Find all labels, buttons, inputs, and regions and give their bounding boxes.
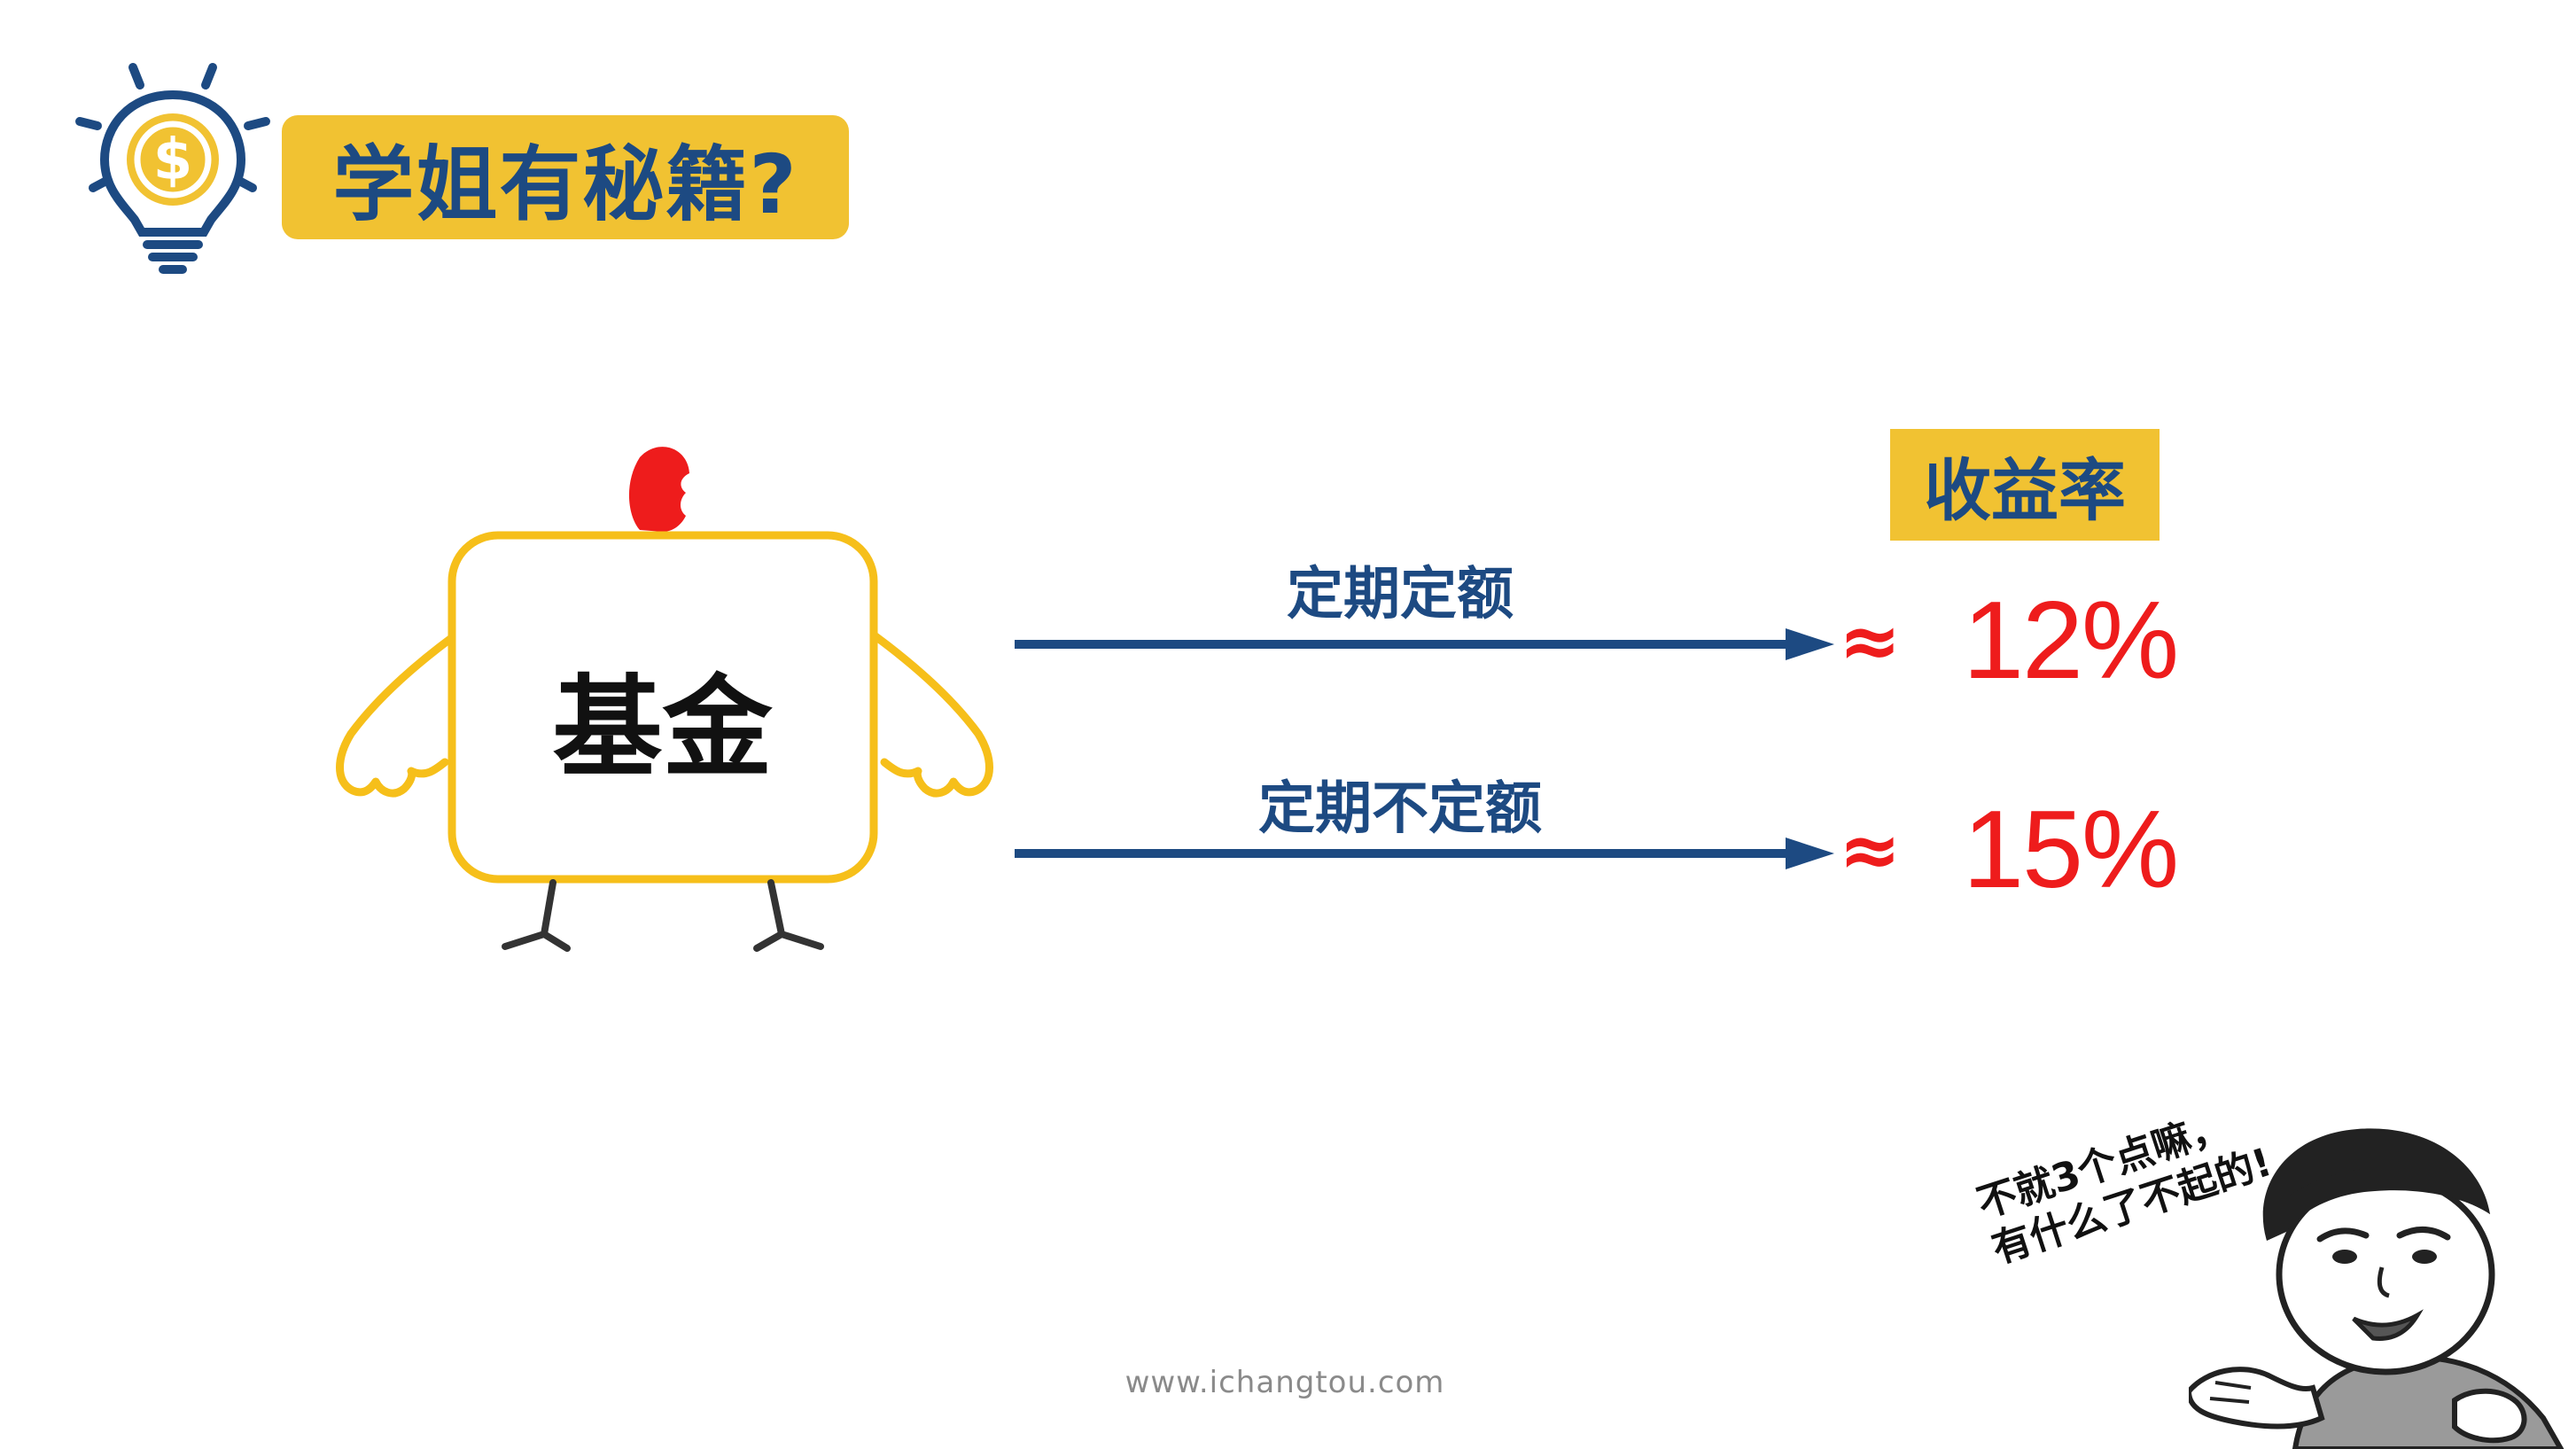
approx-sign: ≈ <box>1839 806 1902 893</box>
chick-mascot-icon <box>336 447 993 952</box>
rate-value: 15% <box>1963 789 2179 911</box>
plan-label-fixed-amount: 定期定额 <box>1287 562 1514 627</box>
approx-sign: ≈ <box>1839 597 1902 684</box>
arrow-right-icon <box>1015 837 1834 869</box>
lightbulb-dollar-icon: $ <box>75 63 270 274</box>
fund-label: 基金 <box>552 665 773 792</box>
arrow-right-icon <box>1015 628 1834 660</box>
page-title: 学姐有秘籍? <box>282 115 849 239</box>
plan-label-variable-amount: 定期不定额 <box>1258 776 1542 842</box>
rate-value: 12% <box>1963 580 2179 702</box>
plan-rate-fixed-amount: ≈ 12% <box>1839 580 2179 702</box>
website-url: www.ichangtou.com <box>1125 1365 1445 1400</box>
plan-rate-variable-amount: ≈ 15% <box>1839 789 2179 911</box>
svg-text:$: $ <box>153 128 193 193</box>
yield-rate-header: 收益率 <box>1890 429 2160 541</box>
shrugging-man-meme-icon <box>2189 1128 2564 1449</box>
